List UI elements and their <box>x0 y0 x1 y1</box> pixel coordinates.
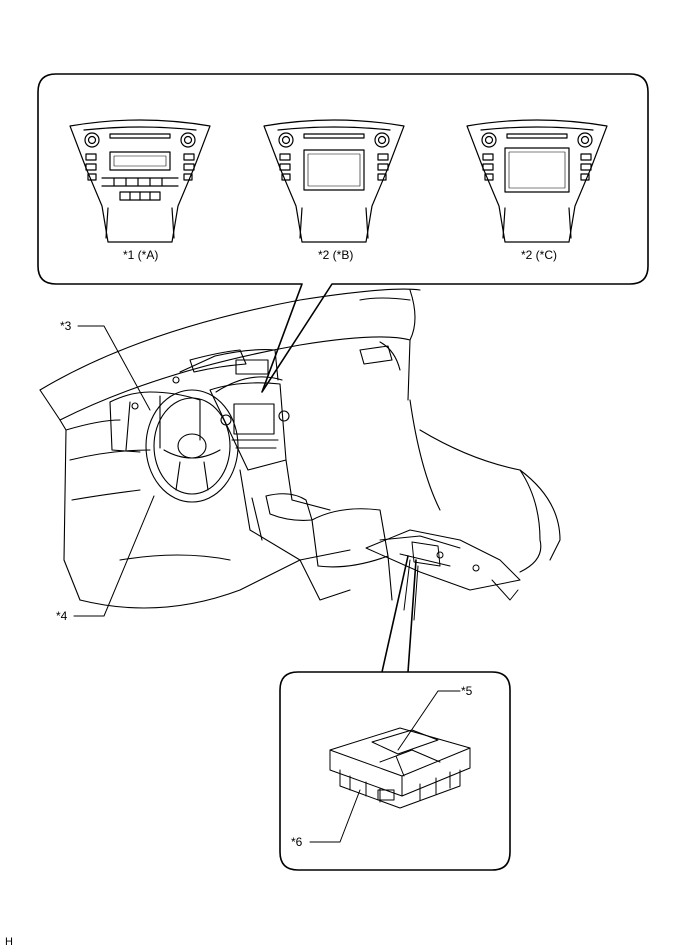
leader-lines <box>73 325 461 843</box>
ecu-mount-bracket <box>365 529 521 621</box>
callout-label-3: *3 <box>60 319 72 333</box>
top-callout-balloon <box>37 73 649 393</box>
unit-label-c: *2 (*C) <box>521 248 558 262</box>
callout-label-6: *6 <box>291 835 303 849</box>
callout-label-5: *5 <box>461 684 473 698</box>
callout-label-4: *4 <box>56 609 68 623</box>
head-unit-variant-c <box>466 119 608 243</box>
unit-label-a: *1 (*A) <box>123 248 159 262</box>
head-unit-variant-a <box>69 119 211 243</box>
ecu-unit-illustration <box>329 727 471 809</box>
corner-mark: H <box>5 936 13 948</box>
unit-label-b: *2 (*B) <box>318 248 354 262</box>
bottom-callout-balloon <box>279 671 511 871</box>
dashboard-illustration <box>39 288 561 609</box>
bottom-callout-pointer <box>381 555 417 673</box>
head-unit-variant-b <box>263 119 405 243</box>
